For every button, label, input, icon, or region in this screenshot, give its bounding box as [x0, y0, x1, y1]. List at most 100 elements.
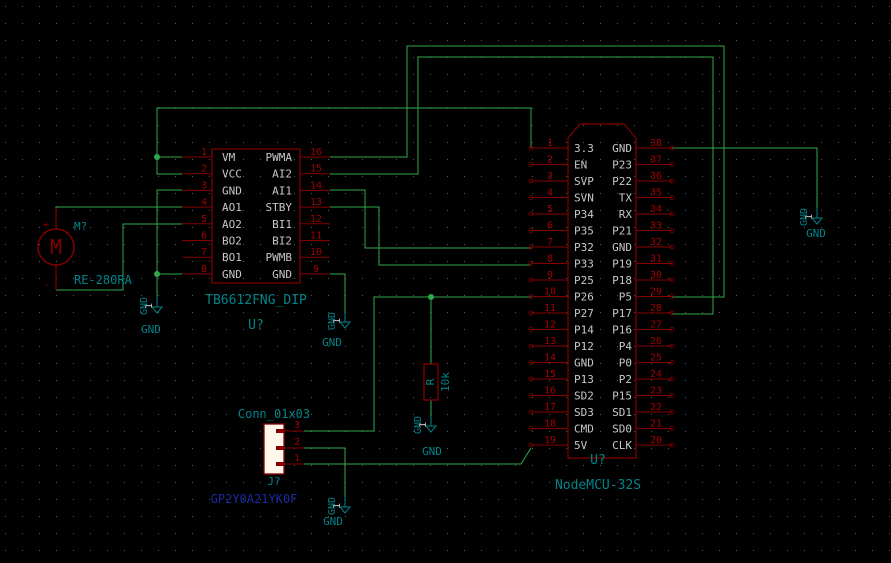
- driver-pin-num-11: 11: [310, 231, 322, 242]
- driver-pin-name-8: GND: [222, 268, 242, 281]
- driver-pin-name-9: GND: [272, 268, 292, 281]
- mcu-pin-name-1: 3.3: [574, 142, 594, 155]
- mcu-pin-num-17: 17: [544, 402, 556, 413]
- gnd-label-5: GND: [323, 515, 343, 528]
- mcu-pin-end-18: [528, 426, 534, 431]
- driver-pin-num-15: 15: [310, 164, 322, 175]
- mcu-pin-name-6: P35: [574, 225, 594, 238]
- mcu-pin-name-19: 5V: [574, 439, 588, 452]
- mcu-pin-end-10: [528, 294, 534, 299]
- junction-dot-3: [428, 294, 434, 300]
- mcu-pin-name-11: P27: [574, 307, 594, 320]
- mcu-pin-end-8: [528, 261, 534, 266]
- connector-symbol[interactable]: 3 2 1 Conn_01x03 J? GP2Y0A21YK0F: [211, 407, 310, 506]
- driver-pin-num-6: 6: [201, 231, 207, 242]
- mcu-pin-num-21: 21: [650, 419, 662, 430]
- mcu-pin-end-15: [528, 376, 534, 382]
- mcu-pin-name-12: P14: [574, 324, 594, 337]
- gnd-label-4: GND: [806, 227, 826, 240]
- wire-pwma-p5: [330, 45, 725, 298]
- driver-pin-name-16: PWMA: [266, 151, 293, 164]
- mcu-pin-name-5: P34: [574, 208, 594, 221]
- mcu-pin-end-31: [669, 261, 675, 266]
- motor-symbol-label: M: [50, 235, 62, 259]
- motor-symbol[interactable]: M + - M? RE-280RA: [37, 208, 133, 291]
- mcu-pin-num-24: 24: [650, 369, 662, 380]
- mcu-pin-name-32: GND: [612, 241, 632, 254]
- wire-stby-p33: [330, 206, 531, 266]
- mcu-pin-num-23: 23: [650, 386, 662, 397]
- driver-pin-name-12: BI1: [272, 218, 292, 231]
- mcu-pin-end-13: [528, 343, 534, 349]
- gnd-symbol-triangle-1: [150, 306, 164, 314]
- gnd-symbol-pin-3: 1: [418, 422, 429, 428]
- mcu-pin-name-34: RX: [619, 208, 633, 221]
- mcu-pin-name-22: SD1: [612, 406, 632, 419]
- mcu-pin-end-35: [669, 195, 675, 200]
- junction-dot-2: [154, 271, 160, 277]
- mcu-pin-num-13: 13: [544, 336, 556, 347]
- mcu-pin-end-37: [669, 162, 675, 167]
- mcu-pin-num-7: 7: [547, 237, 553, 248]
- mcu-pin-name-17: SD3: [574, 406, 594, 419]
- wire-gnd-mcu: [672, 147, 818, 208]
- wire-vm-3v3: [156, 107, 532, 158]
- gnd-symbol-vertical-label-1: GND: [139, 297, 150, 315]
- driver-pin-name-11: BI2: [272, 235, 292, 248]
- mcu-pin-name-16: SD2: [574, 390, 594, 403]
- connector-pin-num-1: 1: [294, 453, 300, 464]
- gnd-symbol-triangle-5: [338, 506, 352, 514]
- driver-pin-name-1: VM: [222, 151, 236, 164]
- wire-conn-gnd: [304, 447, 346, 497]
- mcu-pin-end-6: [528, 228, 534, 233]
- mcu-pin-num-27: 27: [650, 320, 662, 331]
- mcu-ref: U?: [590, 453, 606, 468]
- motor-ref: M?: [74, 220, 87, 233]
- mcu-pin-end-29: [669, 294, 675, 299]
- mcu-pin-end-2: [528, 162, 534, 167]
- mcu-pin-num-10: 10: [544, 287, 556, 298]
- connector-label: Conn_01x03: [238, 407, 310, 421]
- mcu-pin-end-27: [669, 327, 675, 332]
- resistor-ref: R: [424, 378, 437, 385]
- connector-contact-2: [276, 446, 284, 450]
- mcu-pin-end-30: [669, 277, 675, 283]
- driver-pin-name-2: VCC: [222, 168, 242, 181]
- gnd-symbol-triangle-4: [810, 217, 824, 225]
- gnd-symbol-pin-1: 1: [144, 303, 155, 309]
- driver-pin-name-4: AO1: [222, 201, 242, 214]
- mcu-pin-end-34: [669, 211, 675, 217]
- mcu-pin-name-25: P0: [619, 357, 632, 370]
- wire-ao2-motor: [56, 223, 182, 291]
- mcu-pin-end-28: [669, 310, 675, 316]
- driver-pin-name-7: BO1: [222, 251, 242, 264]
- resistor-symbol[interactable]: R 10k: [423, 363, 452, 401]
- driver-pin-name-15: AI2: [272, 168, 292, 181]
- mcu-pin-name-4: SVN: [574, 192, 594, 205]
- mcu-pin-name-7: P32: [574, 241, 594, 254]
- mcu-pin-num-14: 14: [544, 353, 556, 364]
- driver-pin-num-16: 16: [310, 147, 322, 158]
- mcu-pin-num-29: 29: [650, 287, 662, 298]
- driver-pin-num-2: 2: [201, 164, 207, 175]
- mcu-pin-name-38: GND: [612, 142, 632, 155]
- mcu-pin-name-23: P15: [612, 390, 632, 403]
- mcu-pin-end-25: [669, 360, 675, 365]
- mcu-pin-num-1: 1: [547, 138, 553, 149]
- mcu-pin-end-20: [669, 442, 675, 448]
- wire-conn-5v: [304, 447, 532, 465]
- mcu-pin-name-27: P16: [612, 324, 632, 337]
- mcu-pin-num-25: 25: [650, 353, 662, 364]
- mcu-pin-num-11: 11: [544, 303, 556, 314]
- mcu-pin-num-3: 3: [547, 171, 553, 182]
- driver-pin-num-8: 8: [201, 264, 207, 275]
- mcu-pin-num-30: 30: [650, 270, 662, 281]
- resistor-body: [423, 363, 439, 401]
- mcu-pin-num-2: 2: [547, 155, 553, 166]
- driver-pin-name-6: BO2: [222, 235, 242, 248]
- driver-body: [211, 148, 301, 284]
